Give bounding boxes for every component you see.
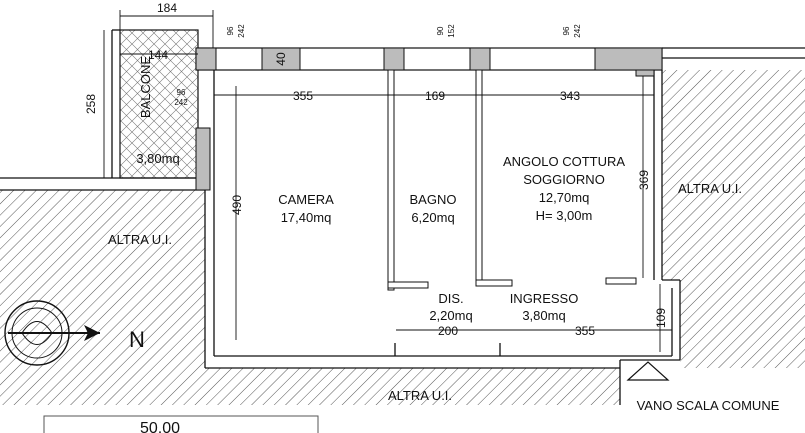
room-camera-name: CAMERA [278, 192, 334, 207]
dim-window3-bottom: 242 [573, 24, 582, 38]
dim-bagno-width: 169 [425, 89, 445, 103]
dim-window1-bottom: 242 [237, 24, 246, 38]
dim-dis-width: 200 [438, 324, 458, 338]
exterior-walls [195, 47, 805, 405]
title-box [43, 415, 319, 433]
room-ingresso-name: INGRESSO [510, 291, 579, 306]
room-balcone-name: BALCONE [138, 56, 153, 118]
north-arrow-icon [84, 325, 100, 341]
label-altra-bottom: ALTRA U.I. [388, 388, 452, 403]
neighbor-hatch-areas [0, 70, 805, 405]
wall-segment-1 [261, 47, 301, 71]
north-compass [4, 300, 100, 366]
room-dis-name: DIS. [438, 291, 463, 306]
label-altra-right: ALTRA U.I. [678, 181, 742, 196]
hatch-left [0, 190, 205, 368]
room-soggiorno-area: 12,70mq [539, 190, 590, 205]
wall-segment-3 [469, 47, 491, 71]
pillar-top-left [195, 47, 217, 71]
room-bagno-area: 6,20mq [411, 210, 454, 225]
hatch-right [662, 70, 805, 360]
balcone [111, 29, 199, 179]
partitions [387, 69, 655, 356]
room-ingresso-area: 3,80mq [522, 308, 565, 323]
dim-window1-top: 96 [226, 26, 235, 35]
dim-window3-top: 96 [562, 26, 571, 35]
wall-segment-2 [383, 47, 405, 71]
room-soggiorno-name2: SOGGIORNO [523, 172, 605, 187]
dimension-lines [103, 10, 672, 352]
dim-ingresso-depth: 109 [654, 308, 668, 328]
dim-soggiorno-depth: 369 [637, 170, 651, 190]
dim-camera-depth: 490 [230, 195, 244, 215]
dim-balcone-outer: 184 [157, 1, 177, 15]
room-camera-area: 17,40mq [281, 210, 332, 225]
label-bottom-cut: 50,00 [140, 420, 180, 433]
dim-camera-width: 355 [293, 89, 313, 103]
dim-balcone-inner: 144 [148, 48, 168, 62]
dim-balcone-height: 258 [84, 94, 98, 114]
room-soggiorno-height: H= 3,00m [536, 208, 593, 223]
room-dis-area: 2,20mq [429, 308, 472, 323]
room-bagno-name: BAGNO [410, 192, 457, 207]
balcone-floor [119, 29, 199, 179]
dim-ingresso-width: 355 [575, 324, 595, 338]
label-altra-left: ALTRA U.I. [108, 232, 172, 247]
stair-arrow-icon [626, 361, 670, 381]
dim-soggiorno-width: 343 [560, 89, 580, 103]
room-soggiorno-name1: ANGOLO COTTURA [503, 154, 625, 169]
room-balcone-area: 3,80mq [136, 151, 179, 166]
hatch-bottom-right [680, 360, 805, 368]
wall-segment-4 [594, 47, 663, 71]
dim-window2-bottom: 152 [447, 24, 456, 38]
label-north: N [129, 327, 145, 352]
dim-door-top: 96 [177, 88, 186, 97]
label-vano-scala: VANO SCALA COMUNE [637, 398, 780, 413]
interior-area [205, 62, 662, 360]
dim-door-bottom: 242 [174, 98, 188, 107]
hatch-bottom [0, 368, 620, 405]
dim-window2-top: 90 [436, 26, 445, 35]
dim-window-depth: 40 [274, 52, 288, 66]
pillar-left [195, 127, 211, 191]
